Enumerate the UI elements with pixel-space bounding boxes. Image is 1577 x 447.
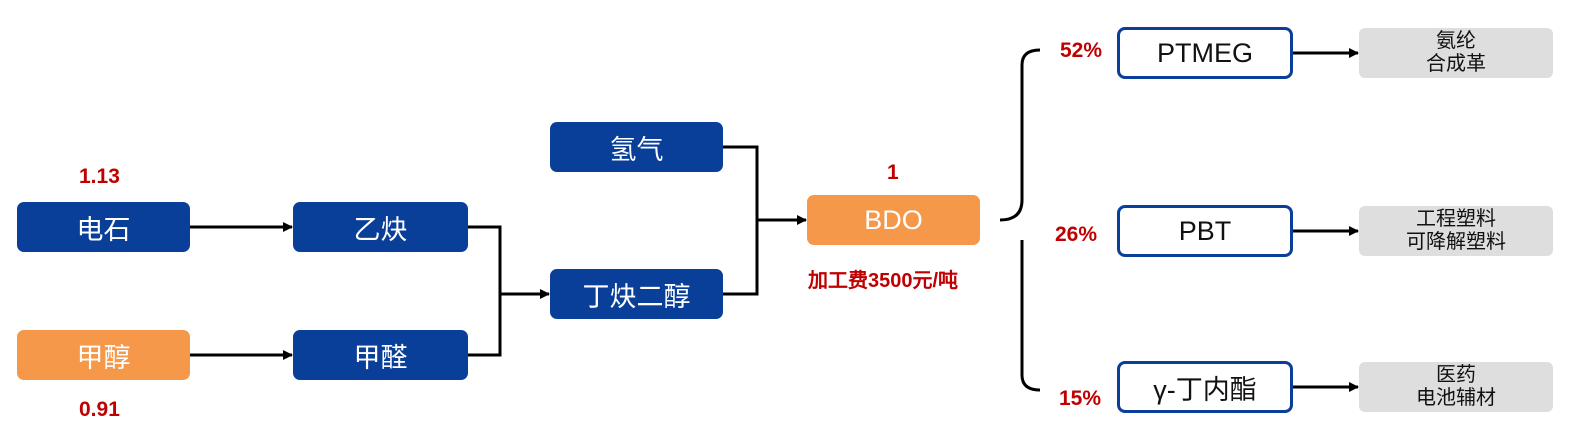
node-acetylene: 乙炔 xyxy=(293,202,468,252)
node-ptmeg: PTMEG xyxy=(1117,27,1293,79)
node-butynediol: 丁炔二醇 xyxy=(550,269,723,319)
node-ptmeg-label: PTMEG xyxy=(1156,37,1253,68)
bdo-ratio: 1 xyxy=(887,161,899,184)
node-pbt: PBT xyxy=(1117,205,1293,257)
node-pbt-label: PBT xyxy=(1178,215,1232,246)
node-bdo: BDO xyxy=(807,195,980,245)
node-calcium-carbide: 电石 xyxy=(17,202,190,252)
node-butynediol-label: 丁炔二醇 xyxy=(582,281,691,312)
ptmeg-uses: 氨纶 合成革 xyxy=(1359,28,1553,78)
merge-hydrogen-butynediol xyxy=(723,145,759,296)
node-gamma-butyrolactone-label: γ-丁内酯 xyxy=(1153,374,1257,405)
node-calcium-carbide-label: 电石 xyxy=(76,214,131,245)
node-methanol-label: 甲醇 xyxy=(76,342,131,373)
pbt-share: 26% xyxy=(1055,223,1098,246)
gbl-use-2: 电池辅材 xyxy=(1416,387,1496,409)
node-acetylene-label: 乙炔 xyxy=(353,214,408,245)
bdo-processing-fee: 加工费3500元/吨 xyxy=(808,270,959,292)
node-bdo-label: BDO xyxy=(864,204,923,235)
ptmeg-use-1: 氨纶 xyxy=(1436,30,1476,52)
pbt-uses: 工程塑料 可降解塑料 xyxy=(1359,206,1553,256)
gbl-share: 15% xyxy=(1059,387,1102,410)
bdo-bracket xyxy=(999,48,1041,392)
node-formaldehyde-label: 甲醛 xyxy=(353,342,408,373)
pbt-use-1: 工程塑料 xyxy=(1416,208,1496,230)
methanol-ratio: 0.91 xyxy=(79,398,120,421)
node-gamma-butyrolactone: γ-丁内酯 xyxy=(1117,361,1293,413)
merge-acetylene-formaldehyde xyxy=(468,225,502,357)
gbl-use-1: 医药 xyxy=(1436,364,1476,386)
ptmeg-use-2: 合成革 xyxy=(1426,53,1486,75)
node-hydrogen-label: 氢气 xyxy=(609,134,664,165)
node-methanol: 甲醇 xyxy=(17,330,190,380)
pbt-use-2: 可降解塑料 xyxy=(1406,231,1506,253)
ptmeg-share: 52% xyxy=(1060,39,1103,62)
node-hydrogen: 氢气 xyxy=(550,122,723,172)
carbide-ratio: 1.13 xyxy=(79,165,120,188)
gbl-uses: 医药 电池辅材 xyxy=(1359,362,1553,412)
node-formaldehyde: 甲醛 xyxy=(293,330,468,380)
